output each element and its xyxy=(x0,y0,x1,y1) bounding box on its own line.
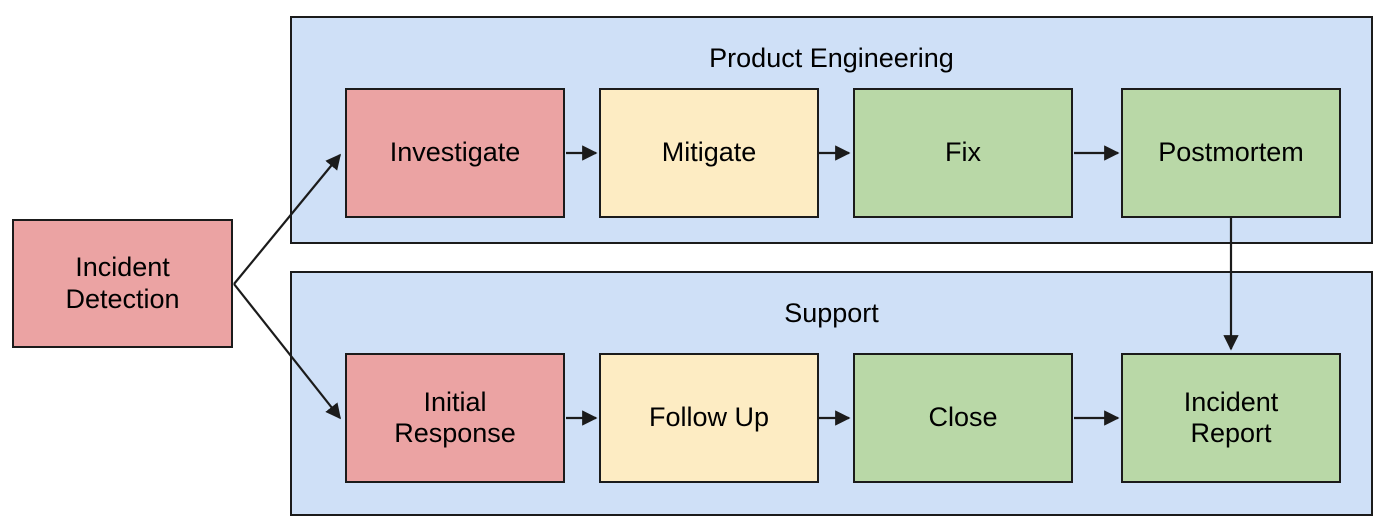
node-investigate[interactable]: Investigate xyxy=(345,88,565,218)
node-incident-detection[interactable]: Incident Detection xyxy=(12,219,233,348)
node-mitigate[interactable]: Mitigate xyxy=(599,88,819,218)
node-label: Mitigate xyxy=(661,137,757,168)
node-fix[interactable]: Fix xyxy=(853,88,1073,218)
node-label: Incident Report xyxy=(1183,386,1279,448)
node-postmortem[interactable]: Postmortem xyxy=(1121,88,1341,218)
node-close[interactable]: Close xyxy=(853,353,1073,483)
node-label: Initial Response xyxy=(394,386,516,448)
node-label: Close xyxy=(928,402,998,433)
swimlane-title-product-engineering: Product Engineering xyxy=(709,43,954,73)
node-label: Postmortem xyxy=(1158,137,1304,168)
node-label: Investigate xyxy=(389,137,521,168)
swimlane-title-support: Support xyxy=(784,298,879,328)
node-incident-report[interactable]: Incident Report xyxy=(1121,353,1341,483)
node-label: Incident Detection xyxy=(65,252,180,314)
node-label: Fix xyxy=(945,137,981,168)
node-follow-up[interactable]: Follow Up xyxy=(599,353,819,483)
node-initial-response[interactable]: Initial Response xyxy=(345,353,565,483)
node-label: Follow Up xyxy=(648,402,770,433)
